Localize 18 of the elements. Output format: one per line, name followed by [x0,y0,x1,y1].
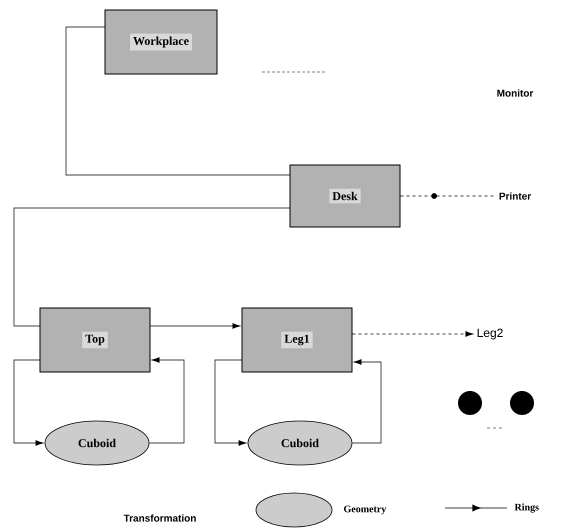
connector [14,208,290,326]
process-box: Workplace [104,10,218,74]
connector [352,331,474,337]
process-box: Top [40,308,150,372]
connector [150,323,240,329]
legend-label: Rings [514,503,539,513]
node-label: Leg2 [478,328,503,340]
caption: Transformation [124,514,196,522]
process-box: Leg1 [242,308,352,372]
connector [14,360,44,446]
node-label: Printer [500,192,531,200]
node-label: Monitor [497,89,534,97]
connector [149,357,184,444]
connector [352,359,382,444]
legend-label: Geometry [344,506,386,514]
process-box: Desk [290,164,400,228]
connector [214,360,246,446]
connector [66,26,290,176]
